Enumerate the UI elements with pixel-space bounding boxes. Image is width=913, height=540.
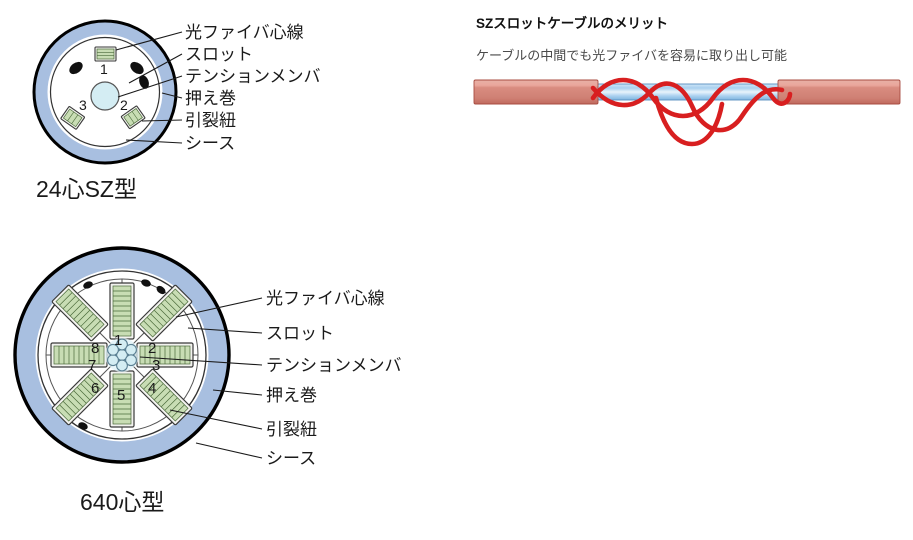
tension-member-640 [105,338,139,372]
slot-640-4 [135,368,193,426]
slot-number-640-7: 7 [88,357,96,374]
leader-640-sheath [195,442,263,459]
callout-24-fiber: 光ファイバ心線 [185,23,304,42]
callout-24-slot: スロット [185,45,253,64]
slot-number-640-1: 1 [114,332,122,349]
sz-fiber-strand-group [590,77,793,147]
ripcord-640-b [141,279,151,287]
sz-cable-sheath-left [473,79,599,105]
callout-24-tension: テンションメンバ [185,67,321,86]
callout-24-tape: 押え巻 [185,89,236,108]
slot-number-24-2: 2 [120,97,128,113]
sz-fiber-strand-a [590,77,793,119]
caption-640core: 640心型 [80,489,164,515]
leader-24-slot [128,53,183,84]
sz-cable-sheath-right [777,79,901,105]
caption-24core: 24心SZ型 [36,176,137,202]
sz-fiber-strand-b [590,81,785,133]
callout-640-ripcord: 引裂紐 [266,420,317,439]
ripcord-24-a [69,61,83,75]
leader-24-fiber [115,31,183,51]
ripcord-640-d [78,422,88,430]
leader-640-ripcord [169,409,263,430]
leader-640-tension [139,356,263,366]
slot-number-640-2: 2 [148,340,156,357]
sz-merit-subtitle: ケーブルの中間でも光ファイバを容易に取り出し可能 [476,48,787,63]
slot-640-2 [135,284,193,342]
leader-24-sheath [125,139,183,144]
ripcord-640-c [156,285,166,295]
ripcord-640-a [83,281,93,289]
slot-24-1 [94,46,117,62]
slot-number-640-8: 8 [91,340,99,357]
callout-24-sheath: シース [185,134,235,153]
slot-640-3 [136,342,194,368]
callout-640-fiber: 光ファイバ心線 [266,289,385,308]
leader-24-tension [117,75,183,98]
sz-fiber-loop [653,95,725,147]
slot-number-640-4: 4 [148,380,156,397]
slot-640-8 [51,284,109,342]
slot-24-2 [120,105,146,130]
ripcord-24-c [139,75,149,89]
leader-24-tape [161,92,183,99]
binding-tape-24 [47,34,163,150]
slot-640-7 [50,342,108,368]
slot-number-640-3: 3 [152,357,160,374]
leader-640-slot [187,327,263,334]
slot-640-1 [109,282,135,340]
tension-member-24 [90,81,120,111]
leader-24-ripcord [141,119,183,122]
leader-640-fiber [175,297,263,318]
callout-640-slot: スロット [266,324,334,343]
slot-640-6 [51,368,109,426]
callout-24-ripcord: 引裂紐 [185,111,236,130]
ripcord-24-b [130,61,144,75]
slot-number-640-5: 5 [117,387,125,404]
slot-24-3 [60,106,85,130]
figure-sz-merit: SZスロットケーブルのメリット ケーブルの中間でも光ファイバを容易に取り出し可能 [460,6,913,156]
leader-640-tape [212,389,263,396]
sz-merit-title: SZスロットケーブルのメリット [476,15,668,31]
callout-640-tape: 押え巻 [266,386,317,405]
callout-640-sheath: シース [266,449,316,468]
slot-number-24-3: 3 [79,97,87,113]
slot-number-24-1: 1 [100,61,108,77]
figure-640core: 1 2 3 4 5 6 7 8 光ファイバ心線 スロット テンションメンバ 押え… [0,230,460,540]
figure-24core: 1 2 3 光ファイバ心線 スロット テンションメンバ 押え巻 引裂紐 シース … [0,0,460,220]
slot-number-640-6: 6 [91,380,99,397]
callout-640-tension: テンションメンバ [266,356,402,375]
slot-640-5 [109,370,135,428]
